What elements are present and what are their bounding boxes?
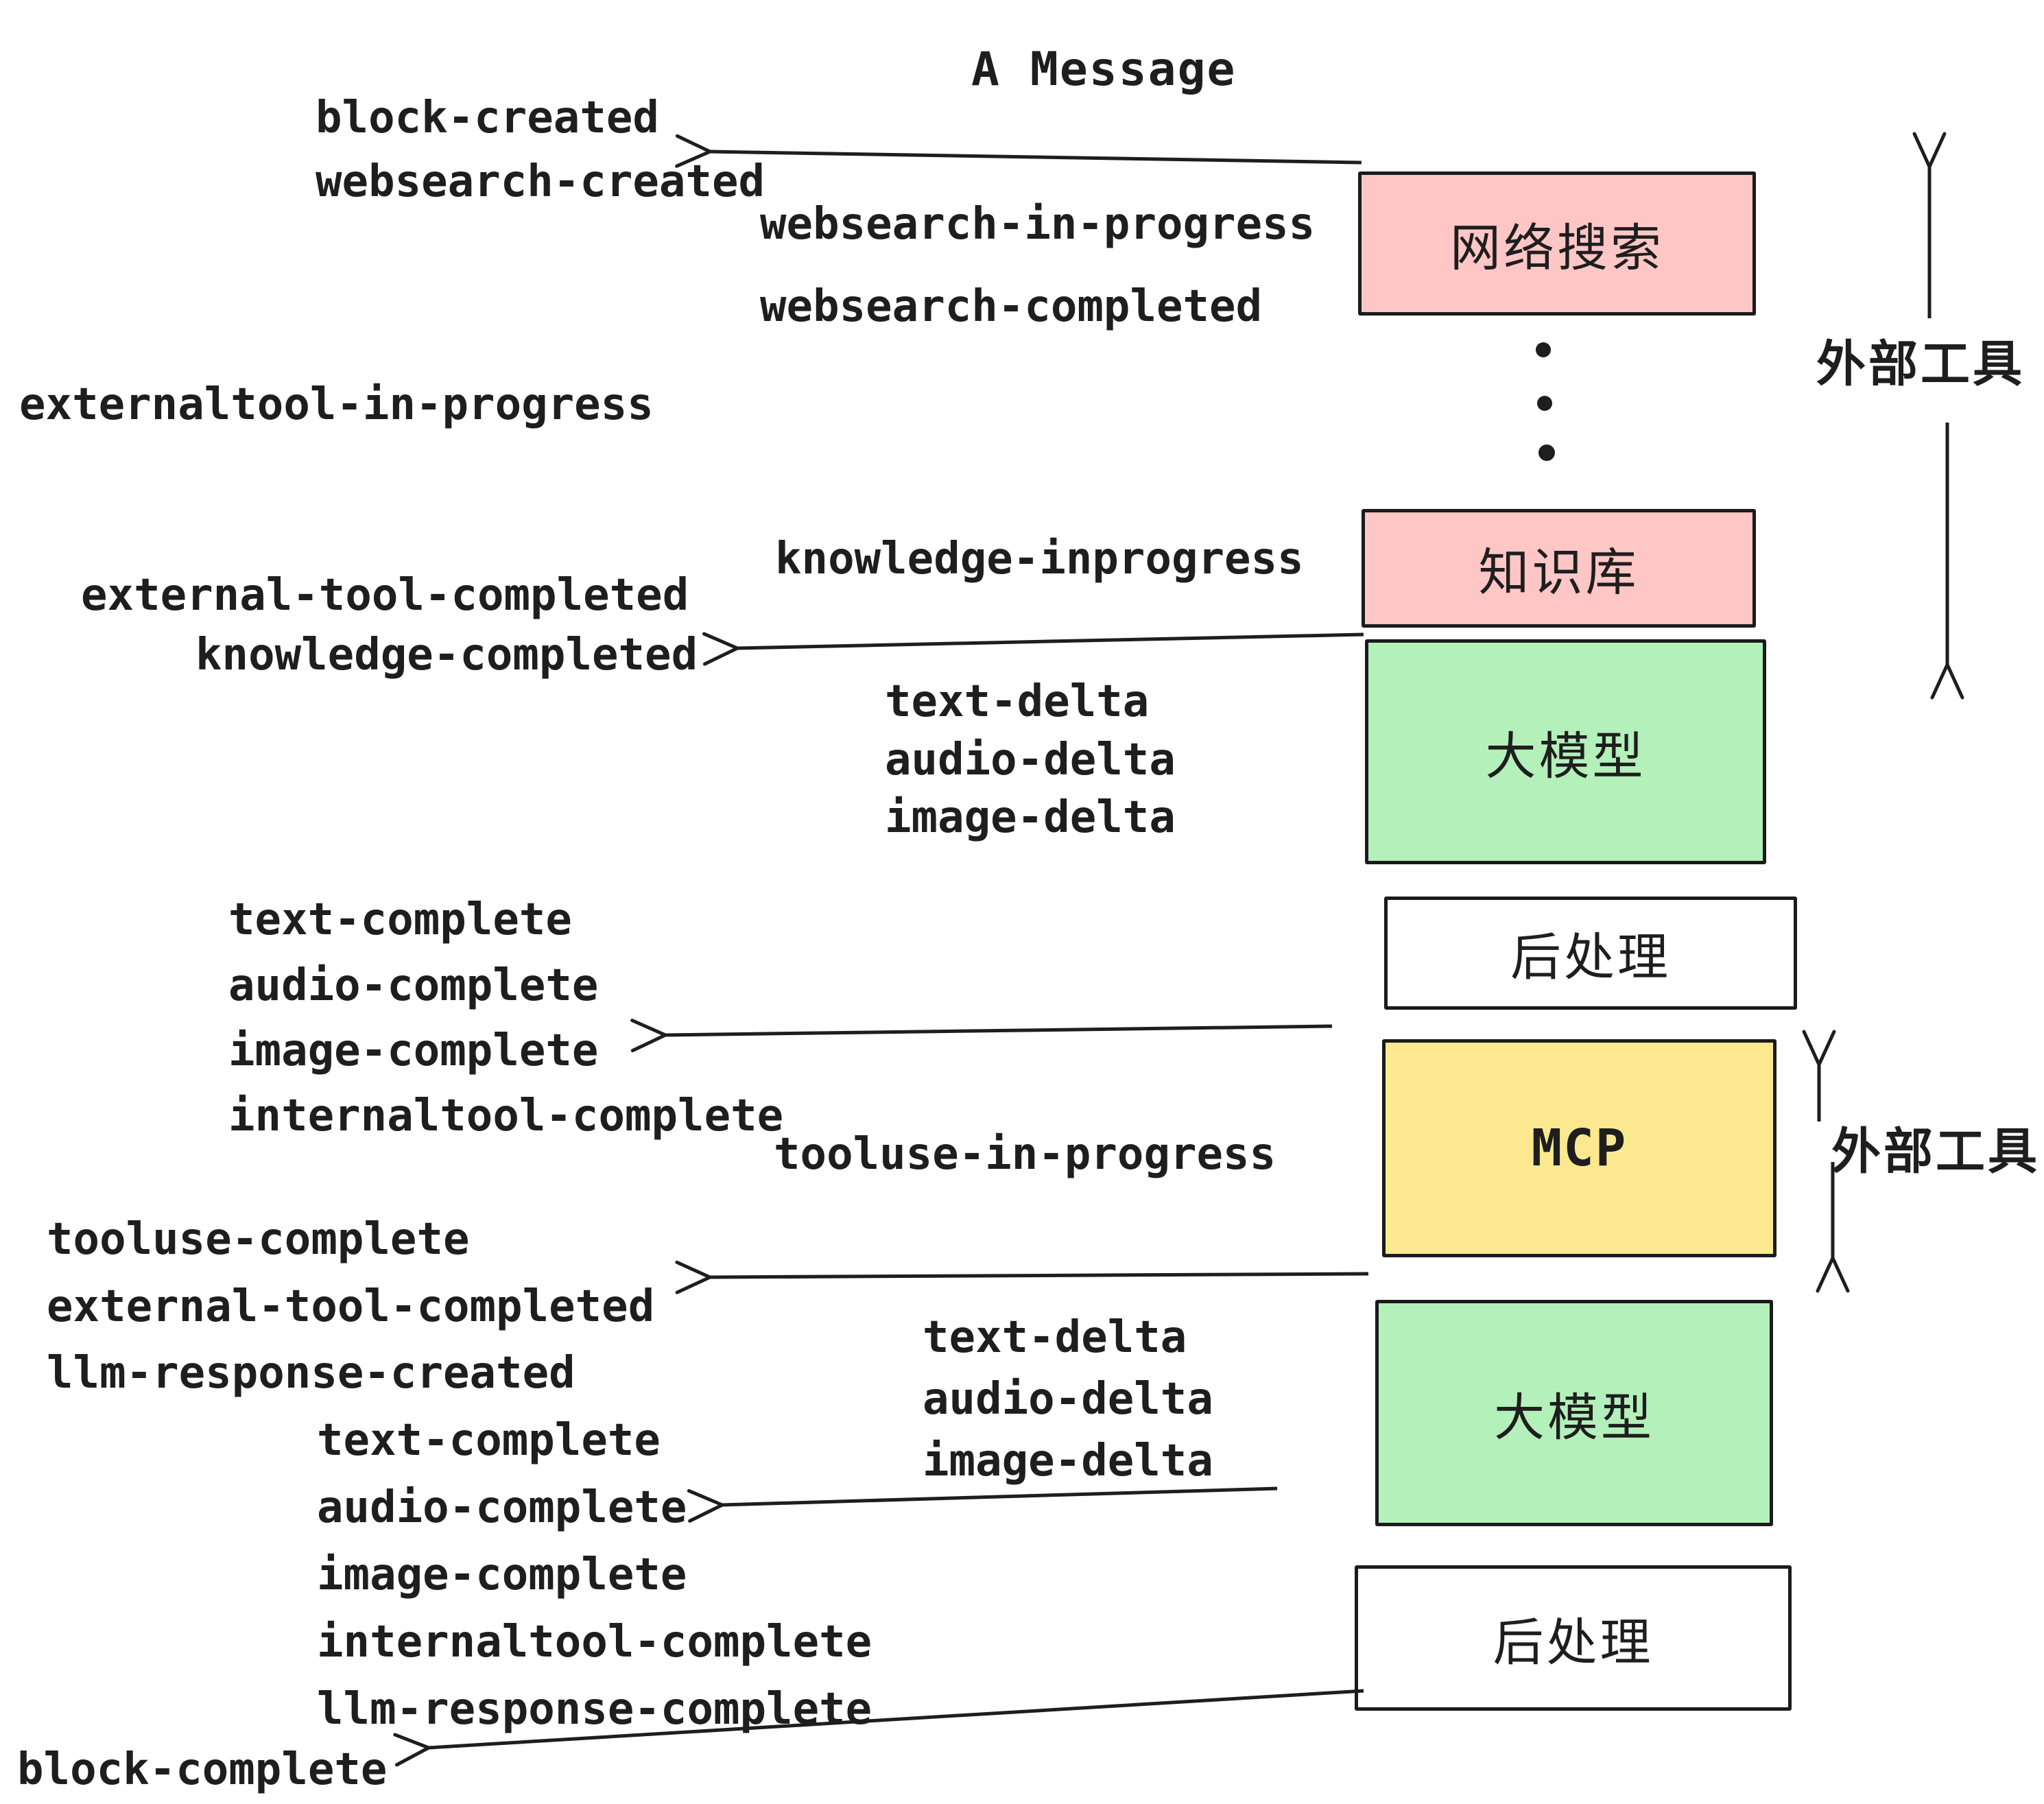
event-label-audio-delta-1: audio-delta [885,735,1176,785]
arrow-knowledge-completed [702,632,1364,666]
box-postprocess-1-label: 后处理 [1510,929,1671,986]
box-llm-1: 大模型 [1365,639,1766,864]
box-llm-2-label: 大模型 [1494,1388,1654,1446]
event-label-externaltool-in-progress: externaltool-in-progress [19,379,654,430]
event-label-websearch-in-progress: websearch-in-progress [760,199,1316,250]
event-label-image-complete-2: image-complete [317,1550,687,1600]
event-label-image-delta-2: image-delta [923,1436,1213,1486]
event-label-llm-response-complete: llm-response-complete [317,1684,872,1735]
box-postprocess-2: 后处理 [1355,1565,1792,1711]
event-label-knowledge-completed: knowledge-completed [195,630,698,680]
event-label-text-delta-1: text-delta [885,676,1150,727]
box-knowledge-label: 知识库 [1478,544,1639,601]
external-tools-label-mcp: 外部工具 [1831,1124,2041,1180]
box-mcp-label: MCP [1531,1119,1628,1178]
event-label-block-complete: block-complete [17,1744,388,1795]
event-label-internaltool-complete-1: internaltool-complete [228,1091,784,1141]
event-label-audio-complete-2: audio-complete [317,1482,687,1533]
box-postprocess-1: 后处理 [1384,897,1797,1010]
event-label-tooluse-in-progress: tooluse-in-progress [774,1129,1276,1180]
event-label-text-complete-2: text-complete [317,1415,661,1466]
box-websearch: 网络搜索 [1358,171,1756,316]
diagram-title: A Message [971,43,1237,97]
external-tools-label-top: 外部工具 [1816,337,2025,392]
event-label-image-delta-1: image-delta [885,792,1176,843]
event-label-audio-complete-1: audio-complete [228,960,599,1011]
arrow-websearch-created [675,134,1362,168]
event-label-audio-delta-2: audio-delta [923,1374,1213,1425]
box-mcp: MCP [1382,1039,1776,1257]
arrow-tooluse-complete [675,1260,1369,1294]
box-llm-1-label: 大模型 [1485,727,1646,785]
event-label-websearch-completed: websearch-completed [760,281,1263,332]
arrow-image-complete [630,1019,1333,1053]
event-label-llm-response-created: llm-response-created [47,1348,575,1399]
box-websearch-label: 网络搜索 [1450,219,1664,276]
event-label-text-complete-1: text-complete [228,894,572,945]
event-label-image-complete-1: image-complete [228,1025,599,1076]
event-label-text-delta-2: text-delta [923,1312,1187,1363]
box-knowledge: 知识库 [1362,509,1756,628]
event-label-websearch-created: websearch-created [316,156,765,207]
box-postprocess-2-label: 后处理 [1493,1613,1654,1671]
event-label-knowledge-inprogress: knowledge-inprogress [775,534,1304,584]
arrow-audio-complete [687,1486,1278,1523]
ellipsis-dots [1536,342,1555,461]
box-llm-2: 大模型 [1375,1300,1773,1526]
event-label-internaltool-complete-2: internaltool-complete [317,1617,872,1667]
event-label-block-created: block-created [316,93,659,143]
event-label-tooluse-complete: tooluse-complete [47,1214,470,1265]
event-label-external-tool-completed-2: external-tool-completed [47,1281,655,1332]
event-label-external-tool-completed: external-tool-completed [81,570,689,621]
